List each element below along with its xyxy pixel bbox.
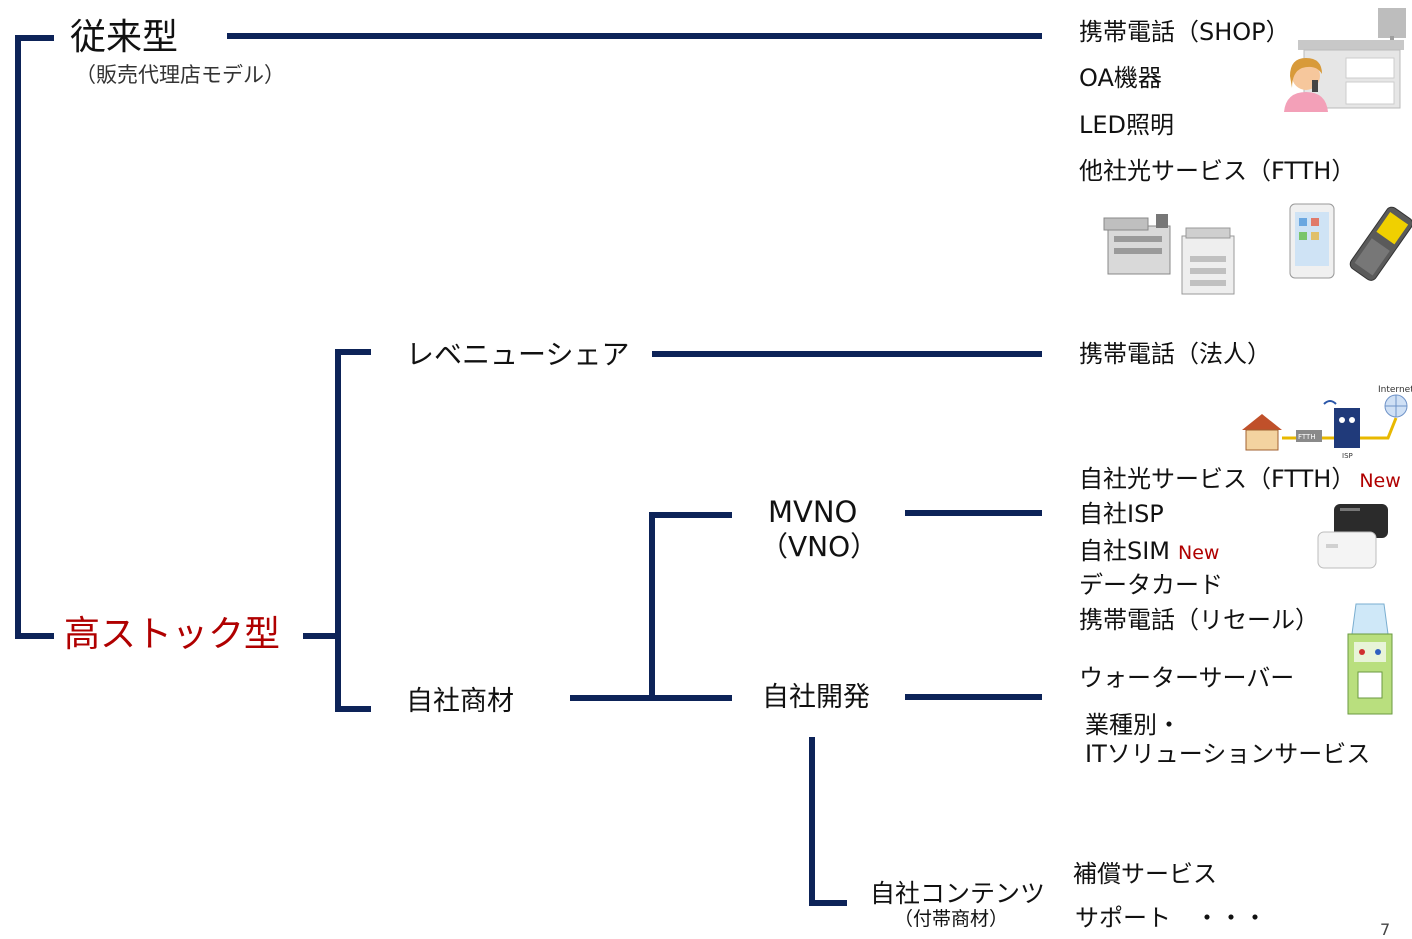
item-support: サポート ・・・ xyxy=(1075,904,1267,932)
item-oa: OA機器 xyxy=(1079,64,1162,92)
isp-label: ISP xyxy=(1342,452,1353,460)
page-number: 7 xyxy=(1380,920,1391,939)
mvno-branch xyxy=(649,512,732,698)
item-compensation: 補償サービス xyxy=(1073,860,1217,888)
new-badge: New xyxy=(1178,542,1220,564)
own-products-label: 自社商材 xyxy=(406,686,514,717)
item-other-ftth: 他社光サービス（FTTH） xyxy=(1079,157,1356,185)
item-data-card: データカード xyxy=(1079,571,1223,599)
item-mobile-resale: 携帯電話（リセール） xyxy=(1079,606,1319,634)
shop-illustration xyxy=(1284,8,1406,112)
ftth-label: FTTH xyxy=(1298,433,1316,441)
new-badge: New xyxy=(1359,470,1401,492)
item-own-isp: 自社ISP xyxy=(1079,500,1164,528)
item-it-solution: ITソリューションサービス xyxy=(1085,740,1371,768)
item-mobile-shop: 携帯電話（SHOP） xyxy=(1079,18,1290,46)
conventional-title: 従来型 xyxy=(70,17,179,58)
mvno-sub-label: （VNO） xyxy=(760,530,879,563)
high-stock-title: 高ストック型 xyxy=(64,614,281,655)
root-bracket xyxy=(15,35,54,639)
own-contents-branch xyxy=(809,737,847,906)
high-stock-bracket xyxy=(335,349,371,712)
own-contents-label: 自社コンテンツ xyxy=(870,879,1046,908)
item-industry: 業種別・ xyxy=(1085,711,1181,739)
item-led: LED照明 xyxy=(1079,111,1175,139)
water-server-illustration xyxy=(1347,603,1393,715)
network-illustration: Internet FTTH ISP xyxy=(1242,385,1412,460)
item-mobile-corp: 携帯電話（法人） xyxy=(1079,340,1271,368)
item-own-ftth: 自社光サービス（FTTH）New xyxy=(1079,465,1401,493)
revenue-share-label: レベニューシェア xyxy=(406,338,630,371)
conventional-subtitle: （販売代理店モデル） xyxy=(75,63,285,87)
internet-label: Internet xyxy=(1378,385,1412,395)
mvno-label: MVNO xyxy=(768,495,858,529)
phones-illustration xyxy=(1289,203,1412,281)
item-water-server: ウォーターサーバー xyxy=(1079,664,1295,692)
oa-machines-illustration xyxy=(1103,214,1235,295)
own-dev-label: 自社開発 xyxy=(762,682,870,713)
router-illustration xyxy=(1317,504,1388,569)
own-contents-sub-label: （付帯商材） xyxy=(894,908,1009,930)
